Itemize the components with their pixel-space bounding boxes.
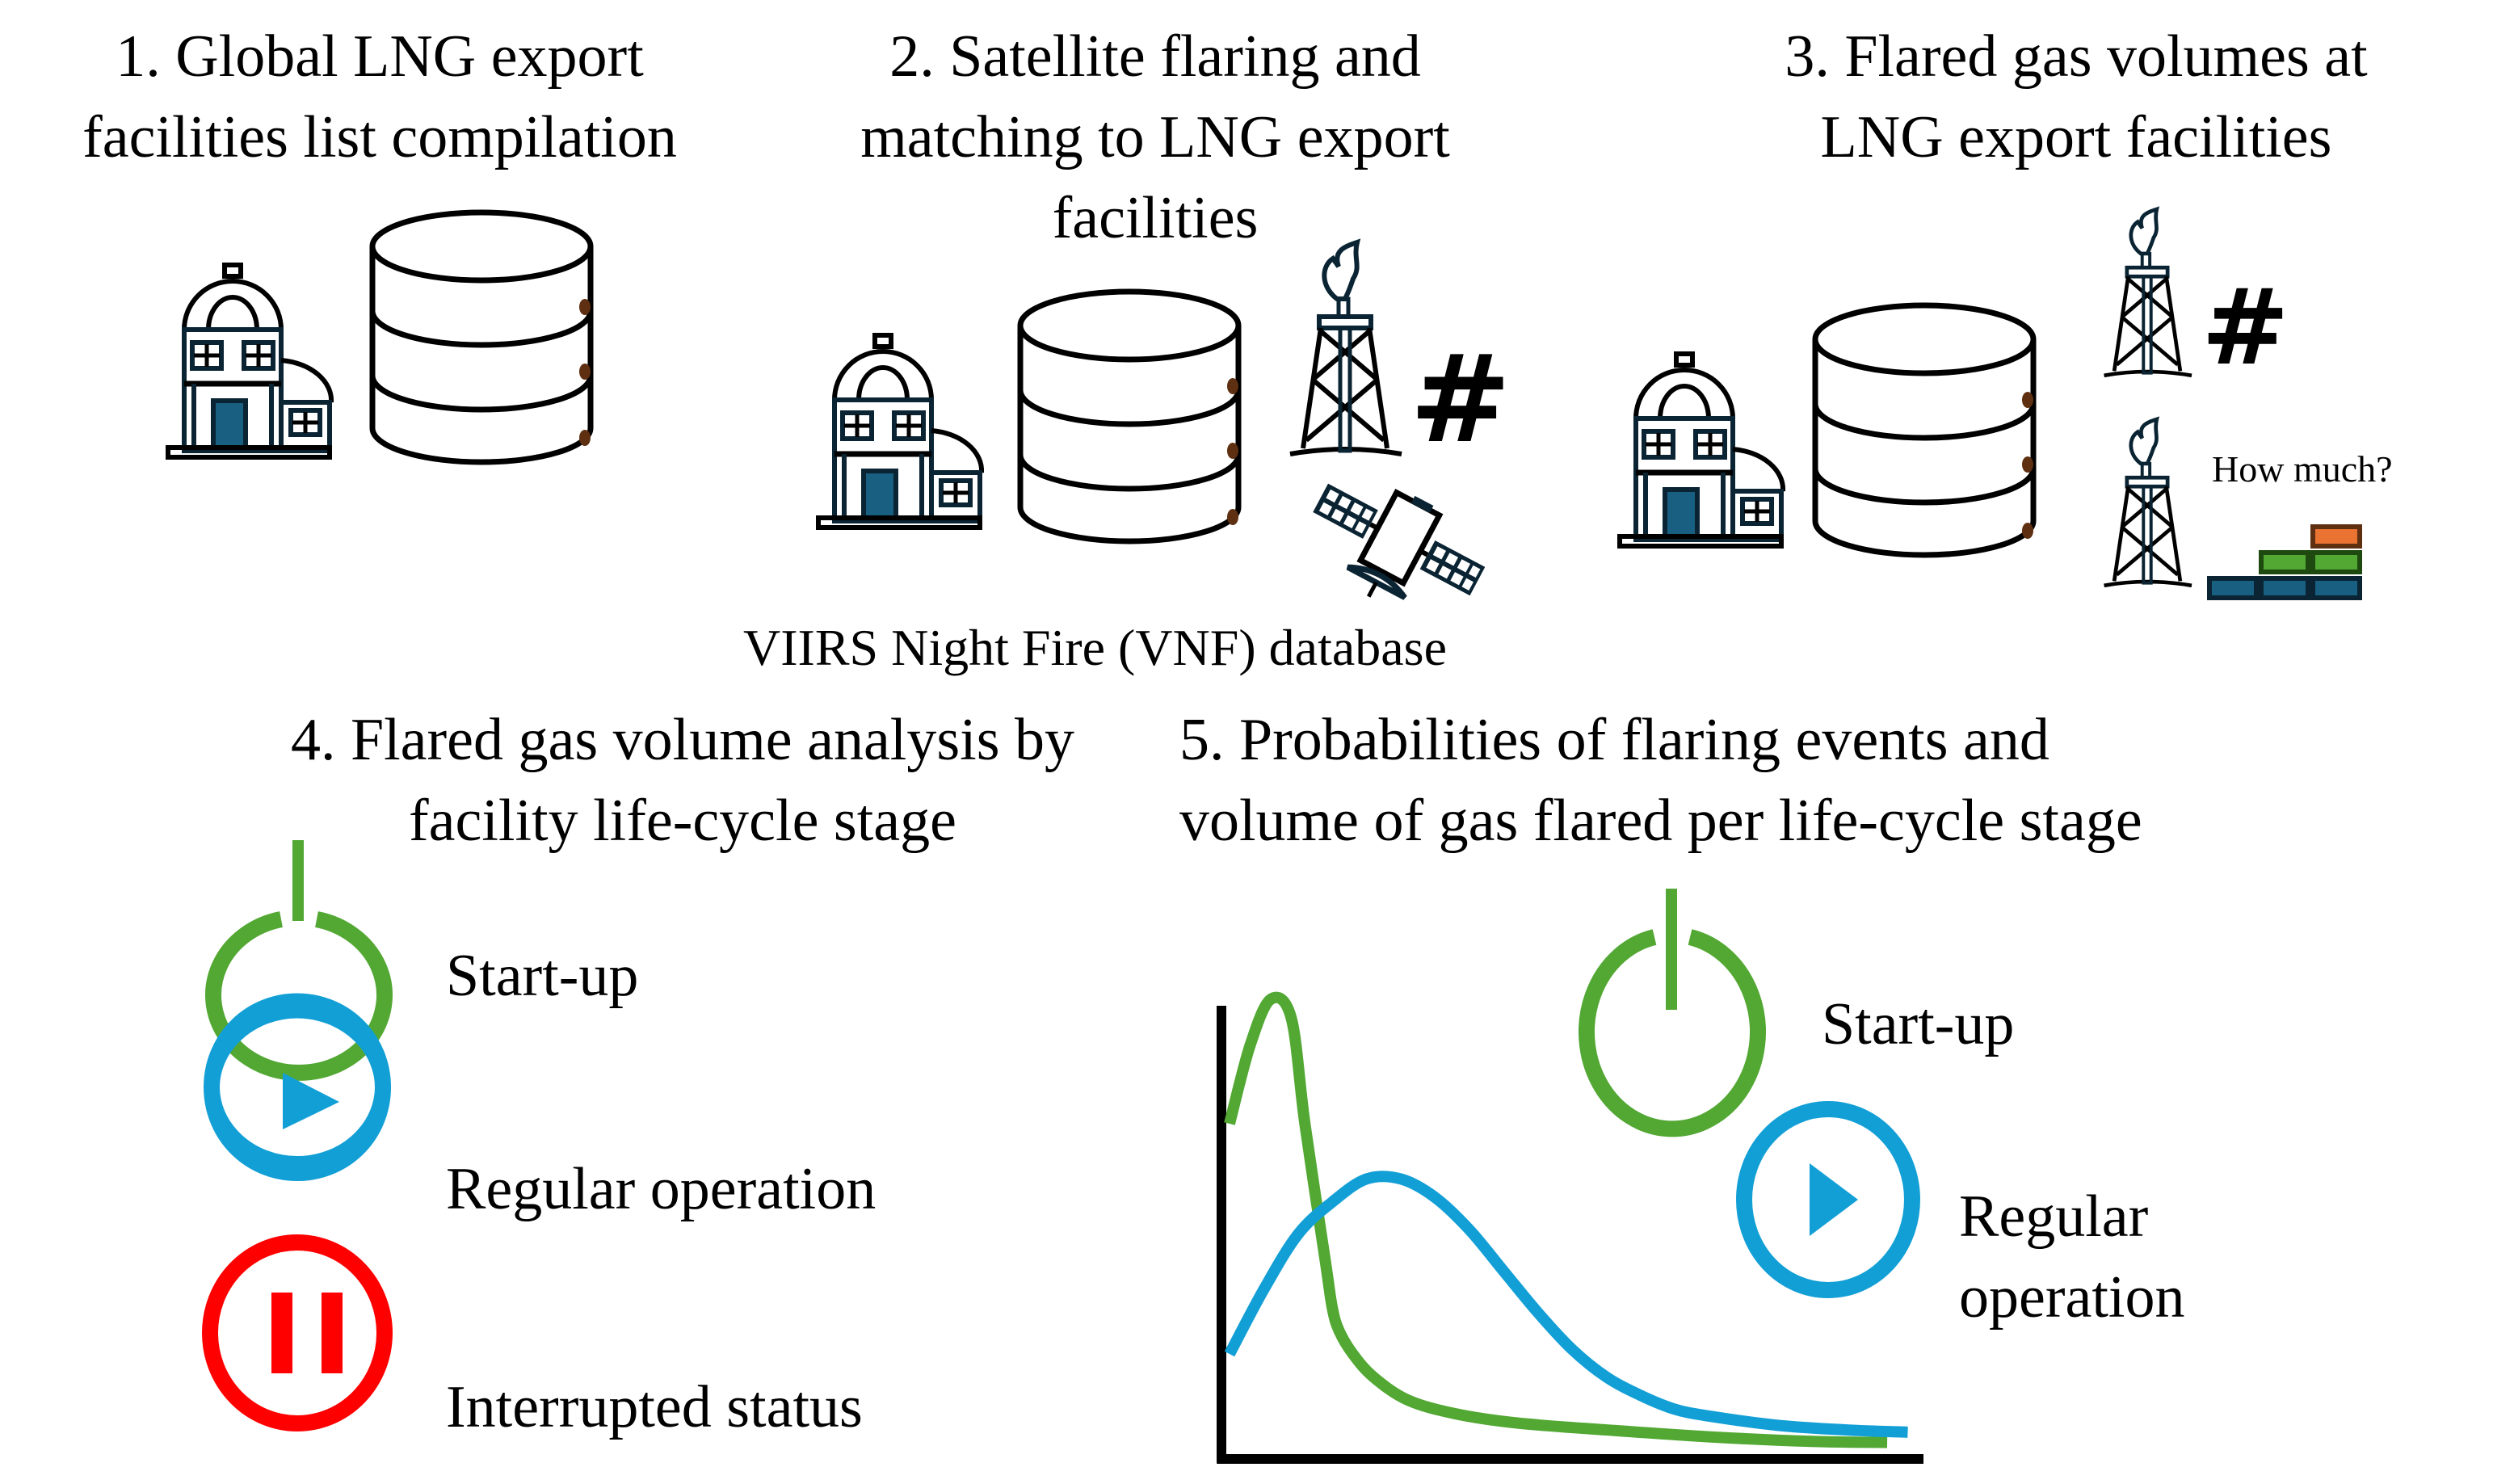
y-axis xyxy=(1217,1006,1226,1462)
play-icon xyxy=(1736,1101,1920,1298)
count-hash-symbol: # xyxy=(2201,266,2289,389)
how-much-label: How much? xyxy=(2212,448,2393,490)
power-icon xyxy=(1579,889,1766,1137)
lng-facility-building-icon xyxy=(1617,351,1786,549)
count-hash-symbol: # xyxy=(1410,330,1511,470)
x-axis xyxy=(1217,1454,1923,1464)
satellite-icon xyxy=(1313,483,1486,600)
flaring-probability-chart xyxy=(1217,991,1923,1464)
step-5-title: 5. Probabilities of flaring events and v… xyxy=(1179,707,2142,854)
legend-label-interrupted-status: Interrupted status xyxy=(446,1374,863,1440)
vnf-database-caption: VIIRS Night Fire (VNF) database xyxy=(743,619,1447,676)
power-icon xyxy=(205,840,393,1081)
lng-facility-building-icon xyxy=(816,333,985,530)
database-icon xyxy=(1812,302,2037,558)
database-icon xyxy=(369,209,594,465)
lng-facility-building-icon xyxy=(166,263,334,460)
step-4-title: 4. Flared gas volume analysis by facilit… xyxy=(290,707,1075,854)
step-3-title: 3. Flared gas volumes at LNG export faci… xyxy=(1785,23,2368,170)
flare-tower-icon xyxy=(1289,238,1402,456)
database-icon xyxy=(1017,288,1242,544)
flare-tower-icon xyxy=(2104,206,2192,378)
stacked-volume-bars-icon xyxy=(2207,524,2362,600)
series-line-regular-operation xyxy=(1224,1171,1908,1438)
legend-label-start-up: Start-up xyxy=(446,943,639,1009)
chart-legend-start-up: Start-up xyxy=(1822,991,2015,1057)
pause-icon xyxy=(202,1234,393,1431)
series-line-start-up xyxy=(1224,991,1888,1448)
step-1-title: 1. Global LNG export facilities list com… xyxy=(82,23,677,170)
step-2-title: 2. Satellite flaring and matching to LNG… xyxy=(860,23,1450,251)
flare-tower-icon xyxy=(2104,416,2192,588)
play-icon xyxy=(204,993,391,1182)
legend-label-regular-operation: Regular operation xyxy=(446,1156,877,1222)
chart-legend-regular-operation: Regular operation xyxy=(1959,1183,2185,1331)
